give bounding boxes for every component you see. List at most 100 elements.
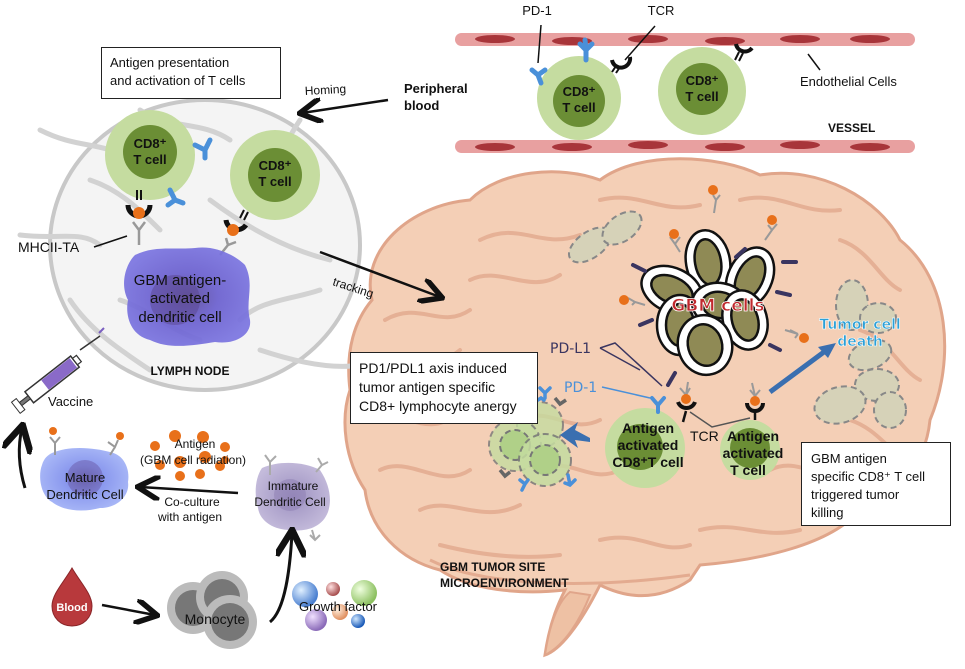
tumor-pd1-label: PD-1 (564, 380, 597, 396)
peripheral-blood-label-2: blood (404, 98, 439, 113)
svg-text:activated: activated (150, 290, 210, 307)
homing-arrow (302, 100, 389, 113)
svg-text:Monocyte: Monocyte (185, 611, 246, 627)
mhcii-leader-line (93, 235, 128, 248)
tumor-killing-box: GBM antigen specific CD8⁺ T cell trigger… (801, 442, 951, 526)
vessel-wall-bottom (455, 140, 915, 153)
tumor-pd1-receptor-icon (650, 396, 666, 414)
svg-text:Antigen: Antigen (727, 428, 779, 444)
killing-arrow-head (818, 343, 836, 358)
mature-dendritic-cell: Mature Dendritic Cell (40, 427, 129, 511)
antigen-presentation-line2: and activation of T cells (110, 73, 246, 88)
antigen-source-label: (GBM cell radiation) (140, 453, 246, 467)
gbm-cell-cluster (640, 229, 776, 377)
tumor-killing-line2: specific CD8⁺ T cell (811, 469, 926, 484)
anergy-box-line1: PD1/PDL1 axis induced (359, 360, 507, 376)
vessel-tcr-icon (610, 43, 754, 74)
svg-text:CD8⁺: CD8⁺ (686, 73, 719, 88)
immature-dendritic-cell: Immature Dendritic Cell (254, 454, 330, 542)
tumor-pd1-leader (601, 386, 651, 399)
tumor-death-label: Tumor cell (819, 317, 900, 333)
svg-text:CD8⁺: CD8⁺ (259, 158, 292, 173)
lymph-tcell-1: CD8⁺ T cell (105, 110, 195, 200)
blood-drop-icon: Blood (51, 566, 93, 627)
activated-dendritic-cell: GBM antigen- activated dendritic cell (124, 247, 251, 346)
svg-text:CD8⁺: CD8⁺ (134, 136, 167, 151)
svg-text:Immature: Immature (268, 479, 319, 493)
antigen-particles-icon (150, 430, 230, 481)
anergy-box-line2: tumor antigen specific (359, 379, 496, 395)
svg-text:Antigen: Antigen (622, 420, 674, 436)
antigen-presentation-box: Antigen presentation and activation of T… (101, 47, 281, 99)
vessel-pd1-label: PD-1 (522, 3, 552, 18)
tumor-killing-line3: triggered tumor (811, 487, 900, 502)
svg-text:activated: activated (723, 445, 784, 461)
brain-illustration (343, 157, 947, 658)
gbm-cells-label: GBM cells (671, 296, 764, 316)
tumor-killing-line4: killing (811, 505, 844, 520)
killing-arrow (768, 346, 830, 395)
tracking-arrow (319, 250, 440, 297)
mhcii-ta-label: MHCII-TA (18, 239, 80, 255)
vessel-wall-top (455, 33, 915, 46)
growth-factor-icon: Growth factor (292, 580, 378, 631)
svg-text:T cell: T cell (133, 152, 166, 167)
pdl1-leader (599, 342, 663, 387)
tumor-site-title-2: MICROENVIRONMENT (440, 576, 569, 590)
vaccine-label: Vaccine (48, 394, 93, 409)
tcr-mhc-complex-2 (219, 209, 249, 256)
tumor-killing-line1: GBM antigen (811, 451, 887, 466)
monocyte-icon: Monocyte (167, 571, 257, 649)
homing-label: Homing (304, 82, 346, 98)
pdl1-leader-2 (599, 347, 641, 371)
tumor-tcr-leader (689, 411, 751, 428)
endothelial-leader (807, 53, 821, 71)
dead-tumor-cells-upper (567, 210, 643, 264)
anergy-box-line3: CD8+ lymphocyte anergy (359, 398, 517, 414)
vessel-pd1-receptor-icon (529, 37, 595, 86)
vessel-tcr-leader (624, 25, 656, 61)
vessel-tcr-label: TCR (648, 3, 675, 18)
svg-text:activated: activated (618, 437, 679, 453)
svg-text:T cell: T cell (685, 89, 718, 104)
vessel-tcell-1: CD8⁺ T cell (537, 56, 621, 140)
vessel-pd1-leader (537, 24, 542, 64)
svg-text:T cell: T cell (562, 100, 595, 115)
syringe-icon (10, 327, 105, 414)
svg-text:Dendritic Cell: Dendritic Cell (254, 495, 325, 509)
pd1-receptor-icon (165, 137, 213, 208)
anergy-box: PD1/PDL1 axis induced tumor antigen spec… (350, 352, 538, 424)
endothelial-cells-label: Endothelial Cells (800, 74, 897, 89)
svg-text:Blood: Blood (56, 602, 87, 614)
svg-text:CD8⁺T cell: CD8⁺T cell (612, 454, 683, 470)
activated-tcell: Antigen activated T cell (720, 420, 783, 480)
tumor-death-label-2: death (837, 334, 883, 350)
coculture-arrow (140, 487, 239, 493)
coculture-label-2: with antigen (157, 510, 222, 524)
antigen-presentation-line1: Antigen presentation (110, 55, 230, 70)
tumor-tcr-icon (676, 401, 765, 423)
svg-text:Growth factor: Growth factor (299, 599, 378, 614)
svg-text:GBM antigen-: GBM antigen- (134, 272, 227, 289)
tumor-site-title: GBM TUMOR SITE (440, 560, 545, 574)
tcr-mhc-complex-1 (125, 190, 153, 245)
gbm-mhc-antigen-icon (619, 185, 809, 406)
anergy-arrow (560, 422, 590, 448)
blood-to-monocyte-arrow (101, 605, 155, 615)
pdl1-ligand-icon (631, 247, 798, 387)
pdl1-label: PD-L1 (550, 341, 591, 357)
coculture-label: Co-culture (164, 495, 220, 509)
svg-text:T cell: T cell (258, 174, 291, 189)
monocyte-to-dc-arrow (268, 533, 292, 624)
svg-text:Dendritic Cell: Dendritic Cell (46, 487, 123, 502)
anergic-tcells (488, 386, 577, 492)
antigen-label: Antigen (175, 437, 216, 451)
svg-text:dendritic cell: dendritic cell (138, 309, 221, 326)
vessel-tcell-2: CD8⁺ T cell (658, 47, 746, 135)
svg-text:CD8⁺: CD8⁺ (563, 84, 596, 99)
activated-cd8-tcell: Antigen activated CD8⁺T cell (605, 408, 685, 488)
peripheral-blood-label: Peripheral (404, 81, 468, 96)
vaccine-arrow (19, 428, 25, 489)
svg-text:T cell: T cell (730, 462, 766, 478)
